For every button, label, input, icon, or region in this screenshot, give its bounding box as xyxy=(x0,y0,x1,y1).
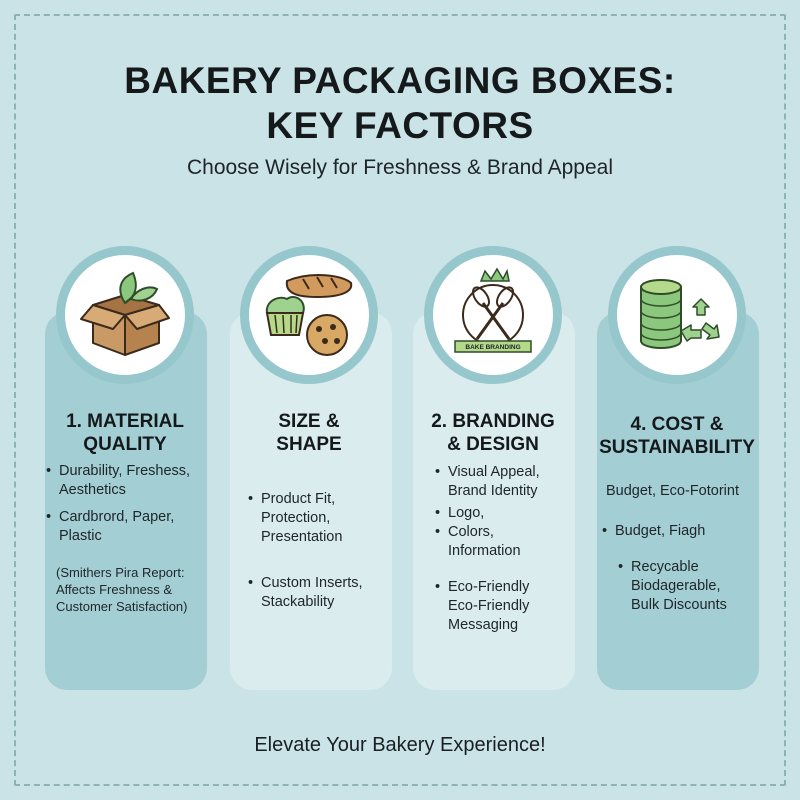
heading-line-1: SIZE & xyxy=(278,411,340,432)
item-line: Eco-Friendly xyxy=(448,598,530,614)
list-item: • Eco-Friendly Eco-Friendly Messaging xyxy=(435,579,530,633)
heading-branding-design: 2. BRANDING & DESIGN xyxy=(402,410,584,456)
item-line: Protection, xyxy=(261,510,331,526)
item-line: Durability, Freshess, xyxy=(59,463,191,479)
heading-line-2: QUALITY xyxy=(83,434,167,455)
heading-line-1: 2. BRANDING xyxy=(431,411,555,432)
list-item: • Cardbrord, Paper, Plastic xyxy=(46,509,175,544)
box-leaf-icon xyxy=(56,246,194,384)
item-line: Information xyxy=(448,543,521,559)
item-line: Logo, xyxy=(448,505,485,521)
whisk-crown-logo-icon: BAKE BRANDING xyxy=(424,246,562,384)
item-line: Brand Identity xyxy=(448,483,538,499)
page-title: BAKERY PACKAGING BOXES: KEY FACTORS xyxy=(0,58,800,148)
heading-cost-sustainability: 4. COST & SUSTAINABILITY xyxy=(586,413,768,459)
item-line: Biodagerable, xyxy=(631,578,721,594)
item-line: Aesthetics xyxy=(59,482,126,498)
note-line: Customer Satisfaction) xyxy=(56,599,188,614)
heading-material-quality: 1. MATERIAL QUALITY xyxy=(34,410,216,456)
item-line: Stackability xyxy=(261,594,335,610)
item-line: Visual Appeal, xyxy=(448,464,540,480)
item-line: Recycable xyxy=(631,559,699,575)
list-item: • Budget, Fiagh xyxy=(602,523,706,539)
item-line: Product Fit, xyxy=(261,491,336,507)
list-item: • Durability, Freshess, Aesthetics xyxy=(46,463,191,498)
item-line: Colors, xyxy=(448,524,494,540)
page-subtitle: Choose Wisely for Freshness & Brand Appe… xyxy=(186,156,614,179)
item-line: Cardbrord, Paper, xyxy=(59,509,175,525)
source-note: (Smithers Pira Report: Affects Freshness… xyxy=(56,564,188,615)
list-item: • Colors, Information xyxy=(435,524,521,559)
item-line: Presentation xyxy=(261,529,343,545)
list-item: • Logo, xyxy=(435,505,485,521)
dashed-border xyxy=(14,14,786,786)
item-line: Custom Inserts, xyxy=(261,575,363,591)
heading-line-1: 1. MATERIAL xyxy=(66,411,184,432)
logo-badge-text: BAKE BRANDING xyxy=(465,344,520,351)
coins-recycle-icon xyxy=(608,246,746,384)
item-line: Bulk Discounts xyxy=(631,597,727,613)
list-item: • Visual Appeal, Brand Identity xyxy=(435,464,540,499)
heading-size-shape: SIZE & SHAPE xyxy=(218,410,400,456)
heading-line-2: & DESIGN xyxy=(447,434,539,455)
list-item: • Recycable Biodagerable, Bulk Discounts xyxy=(618,559,727,613)
heading-line-2: SUSTAINABILITY xyxy=(599,437,755,458)
heading-line-1: 4. COST & xyxy=(630,414,724,435)
plain-line: Budget, Eco-Fotorint xyxy=(606,483,739,499)
note-line: Affects Freshness & xyxy=(56,582,173,597)
list-item: • Product Fit, Protection, Presentation xyxy=(248,491,343,545)
item-line: Budget, Fiagh xyxy=(615,523,706,539)
title-line-2: KEY FACTORS xyxy=(266,105,534,146)
item-line: Eco-Friendly xyxy=(448,579,530,595)
heading-line-2: SHAPE xyxy=(276,434,342,455)
title-line-1: BAKERY PACKAGING BOXES: xyxy=(124,60,676,101)
footer-tagline: Elevate Your Bakery Experience! xyxy=(254,734,546,756)
item-line: Plastic xyxy=(59,528,102,544)
list-item: • Custom Inserts, Stackability xyxy=(248,575,363,610)
item-line: Messaging xyxy=(448,617,519,633)
cupcake-bread-cookie-icon xyxy=(240,246,378,384)
note-line: (Smithers Pira Report: xyxy=(56,565,185,580)
